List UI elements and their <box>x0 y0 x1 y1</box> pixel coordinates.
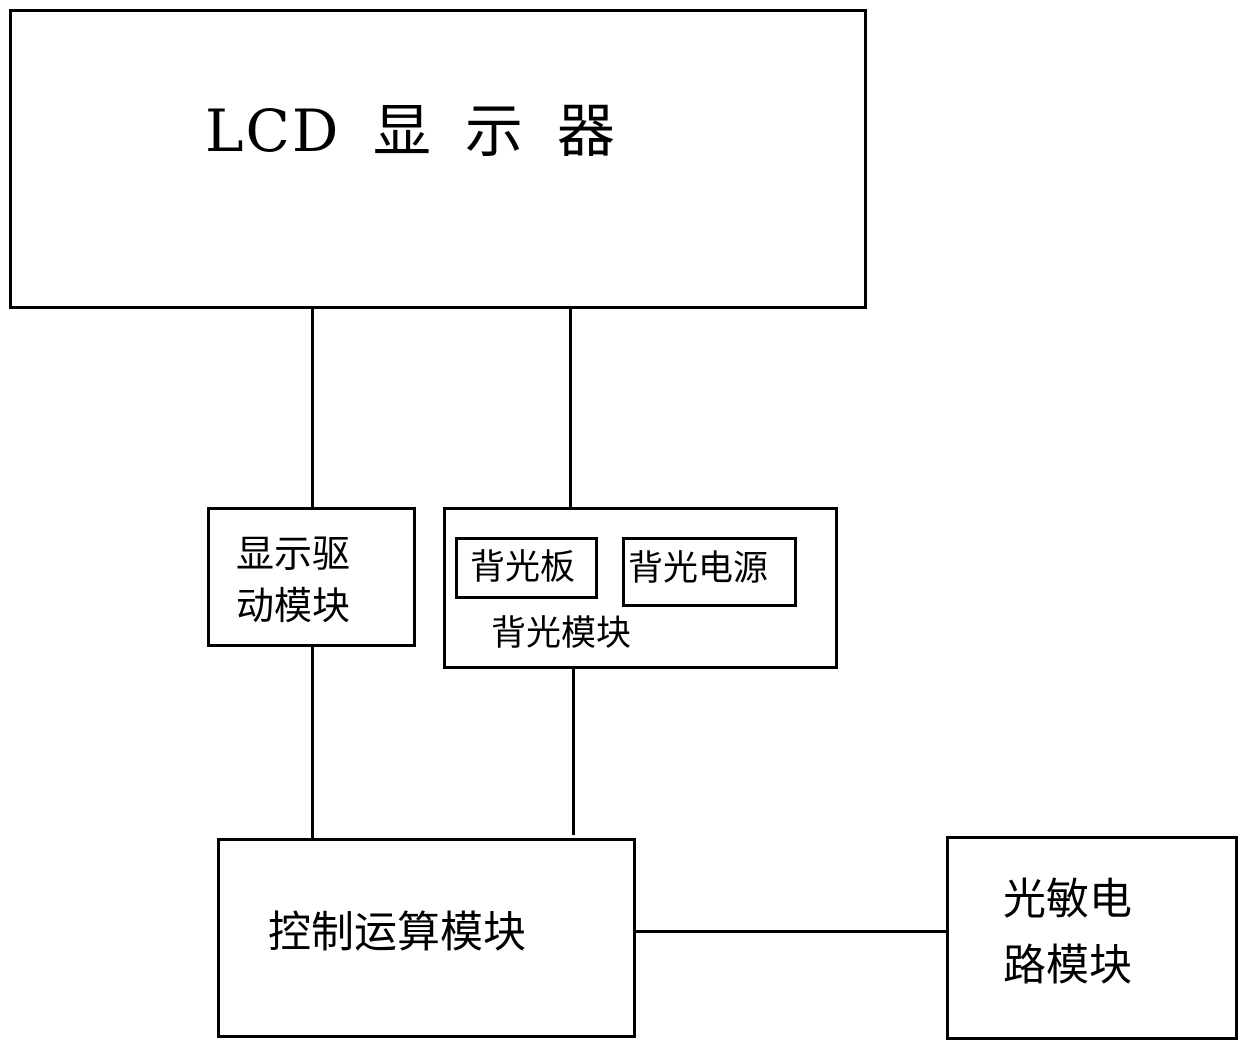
photosensitive-label-line1: 光敏电 <box>1003 875 1132 925</box>
backlight-panel-label: 背光板 <box>470 551 575 586</box>
display-driver-label-line2: 动模块 <box>236 584 350 628</box>
photosensitive-module-label: 光敏电路模块 <box>1003 867 1203 999</box>
lcd-display-label-latin: LCD <box>205 97 340 165</box>
backlight-power-label: 背光电源 <box>628 552 768 587</box>
display-driver-label-line1: 显示驱 <box>236 532 350 576</box>
lcd-display-label: LCD 显示器 <box>205 102 649 160</box>
connector-lcd-to-backlight <box>569 309 572 507</box>
connector-lcd-to-driver <box>311 309 314 507</box>
connector-backlight-to-control <box>572 669 575 835</box>
backlight-module-label: 背光模块 <box>491 617 631 652</box>
connector-control-to-photosensitive <box>636 930 946 933</box>
display-driver-label: 显示驱动模块 <box>236 528 396 632</box>
control-module-label: 控制运算模块 <box>268 912 526 955</box>
connector-driver-to-control <box>311 647 314 838</box>
photosensitive-label-line2: 路模块 <box>1003 941 1132 991</box>
lcd-display-label-cjk: 显示器 <box>373 97 649 165</box>
